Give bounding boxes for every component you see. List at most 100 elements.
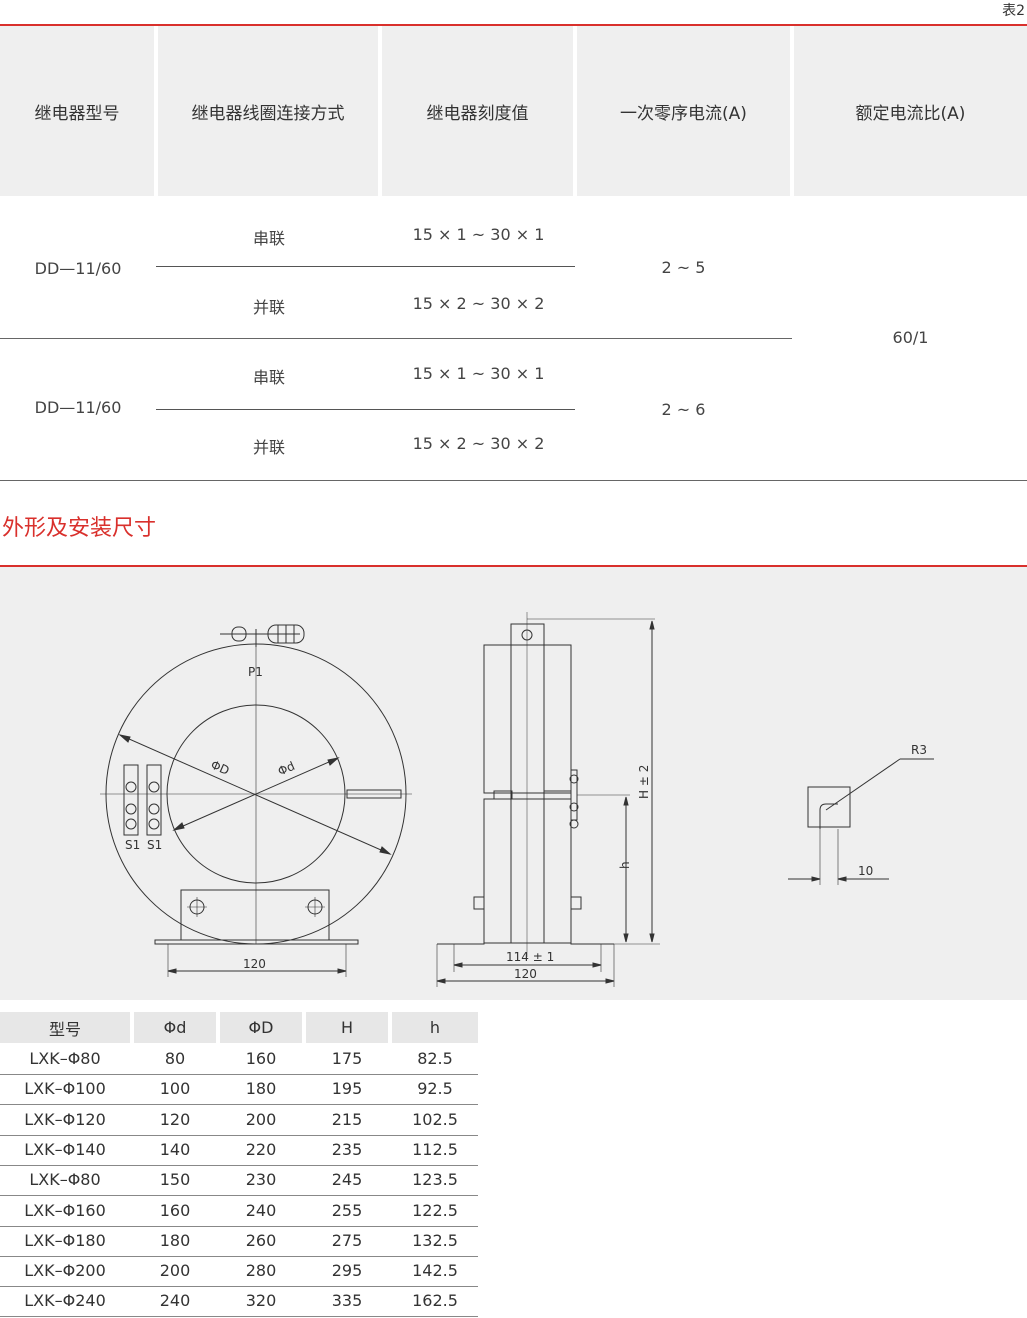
rated-ratio-value: 60/1 bbox=[892, 328, 929, 347]
side-terminal-screw bbox=[569, 774, 579, 784]
dim-cell-model: LXK–Φ200 bbox=[24, 1261, 106, 1281]
dim-cell-h: 132.5 bbox=[412, 1230, 458, 1250]
s1-terminal-left bbox=[123, 764, 139, 836]
detail-block bbox=[807, 786, 851, 828]
label-h: h bbox=[618, 861, 632, 869]
dim-cell-phiD: 260 bbox=[245, 1230, 277, 1250]
dim-cell-model: LXK–Φ140 bbox=[24, 1139, 106, 1159]
arrow-head bbox=[623, 933, 629, 943]
group2-parallel-scale: 15 × 2 ~ 30 × 2 bbox=[412, 434, 545, 453]
arrow-head bbox=[172, 822, 185, 831]
table-row-divider bbox=[0, 1164, 478, 1166]
dim-cell-phid: 150 bbox=[159, 1170, 191, 1190]
arrow-head bbox=[453, 962, 463, 968]
label-phid: Φd bbox=[276, 759, 297, 779]
dim-cell-H: 255 bbox=[331, 1200, 363, 1220]
table-row-divider bbox=[0, 1286, 478, 1288]
dim-cell-phiD: 220 bbox=[245, 1139, 277, 1159]
group2-model: DD—11/60 bbox=[34, 398, 122, 417]
right-lug bbox=[346, 789, 402, 799]
group2-series-scale: 15 × 1 ~ 30 × 1 bbox=[412, 364, 545, 383]
side-terminal-screw bbox=[569, 819, 579, 829]
dim-cell-phiD: 280 bbox=[245, 1261, 277, 1281]
group2-series-label: 串联 bbox=[252, 368, 285, 387]
table-bottom-rule bbox=[0, 480, 1027, 481]
dim-cell-model: LXK–Φ180 bbox=[24, 1230, 106, 1250]
dim-cell-phiD: 180 bbox=[245, 1079, 277, 1099]
dim-cell-H: 245 bbox=[331, 1170, 363, 1190]
table-row-divider bbox=[0, 1225, 478, 1227]
label-inner-width: 114 ± 1 bbox=[506, 950, 554, 964]
table-number-label: 表2 bbox=[1002, 3, 1025, 19]
dim-cell-model: LXK–Φ240 bbox=[24, 1291, 106, 1311]
group1-current: 2 ~ 5 bbox=[661, 258, 706, 277]
label-phiD: ΦD bbox=[209, 758, 232, 778]
mount-plate bbox=[180, 889, 330, 941]
group2-current: 2 ~ 6 bbox=[661, 400, 706, 419]
detail-view bbox=[788, 758, 934, 885]
label-front-width: 120 bbox=[243, 957, 266, 971]
arrow-head bbox=[167, 968, 177, 974]
dim-cell-h: 123.5 bbox=[412, 1170, 458, 1190]
dim-cell-model: LXK–Φ80 bbox=[29, 1049, 101, 1068]
r3-leader bbox=[825, 758, 901, 811]
dim-header-model: 型号 bbox=[0, 1012, 130, 1043]
dim-header-H: H bbox=[306, 1012, 388, 1043]
side-bolt-right bbox=[570, 896, 582, 910]
group1-series-scale: 15 × 1 ~ 30 × 1 bbox=[412, 225, 545, 244]
arrow-head bbox=[118, 734, 131, 743]
dim-header-h: h bbox=[392, 1012, 478, 1043]
dim-cell-h: 162.5 bbox=[412, 1291, 458, 1311]
s1-screw bbox=[125, 803, 137, 815]
label-detail-width: 10 bbox=[858, 864, 873, 878]
dim-header-phid: Φd bbox=[134, 1012, 216, 1043]
header-relay-model: 继电器型号 bbox=[0, 26, 154, 196]
dim-cell-H: 295 bbox=[331, 1261, 363, 1281]
dim-cell-model: LXK–Φ120 bbox=[24, 1109, 106, 1129]
section-red-rule bbox=[0, 565, 1027, 567]
group-separator bbox=[0, 338, 792, 339]
group1-model: DD—11/60 bbox=[34, 259, 122, 278]
group1-parallel-scale: 15 × 2 ~ 30 × 2 bbox=[412, 294, 545, 313]
drawing-svg: P1 ΦD Φd S1 S1 120 H ± 2 h 114 ± 1 120 R… bbox=[100, 612, 934, 987]
dim-cell-phiD: 240 bbox=[245, 1200, 277, 1220]
dim-cell-H: 235 bbox=[331, 1139, 363, 1159]
dim-cell-phid: 140 bbox=[159, 1139, 191, 1159]
dim-cell-h: 122.5 bbox=[412, 1200, 458, 1220]
arrow-head bbox=[327, 757, 340, 766]
label-p1: P1 bbox=[248, 665, 263, 679]
header-primary-current: 一次零序电流(A) bbox=[577, 26, 790, 196]
phid-dimension-line bbox=[173, 757, 339, 831]
arrow-head bbox=[592, 962, 602, 968]
dim-cell-h: 92.5 bbox=[417, 1079, 453, 1099]
arrow-head bbox=[837, 876, 847, 882]
arrow-head bbox=[623, 796, 629, 806]
front-view bbox=[100, 624, 412, 977]
side-terminal-screw bbox=[569, 802, 579, 812]
dim-cell-phid: 200 bbox=[159, 1261, 191, 1281]
label-s1-left: S1 bbox=[125, 838, 140, 852]
dim-cell-phiD: 200 bbox=[245, 1109, 277, 1129]
dim-cell-model: LXK–Φ100 bbox=[24, 1079, 106, 1099]
s1-screw bbox=[148, 803, 160, 815]
side-bolt-left bbox=[473, 896, 485, 910]
dim-cell-phid: 80 bbox=[164, 1049, 186, 1068]
label-side-width: 120 bbox=[514, 967, 537, 981]
table-row-divider bbox=[0, 1195, 478, 1197]
table-row-divider bbox=[0, 1316, 478, 1318]
side-terminal bbox=[570, 769, 578, 821]
dim-cell-phiD: 230 bbox=[245, 1170, 277, 1190]
side-foot bbox=[437, 935, 614, 945]
table-row-divider bbox=[0, 1255, 478, 1257]
side-upper-body bbox=[483, 644, 572, 794]
dim-cell-h: 142.5 bbox=[412, 1261, 458, 1281]
dim-cell-h: 82.5 bbox=[417, 1049, 453, 1068]
side-lug-left bbox=[493, 790, 513, 800]
arrow-head bbox=[605, 978, 615, 984]
group1-parallel-label: 并联 bbox=[252, 298, 285, 317]
dim-cell-h: 112.5 bbox=[412, 1139, 458, 1159]
arrow-head bbox=[379, 846, 392, 855]
table-row-divider bbox=[0, 1074, 478, 1075]
dim-cell-model: LXK–Φ80 bbox=[29, 1170, 101, 1190]
top-red-rule bbox=[0, 24, 1027, 26]
